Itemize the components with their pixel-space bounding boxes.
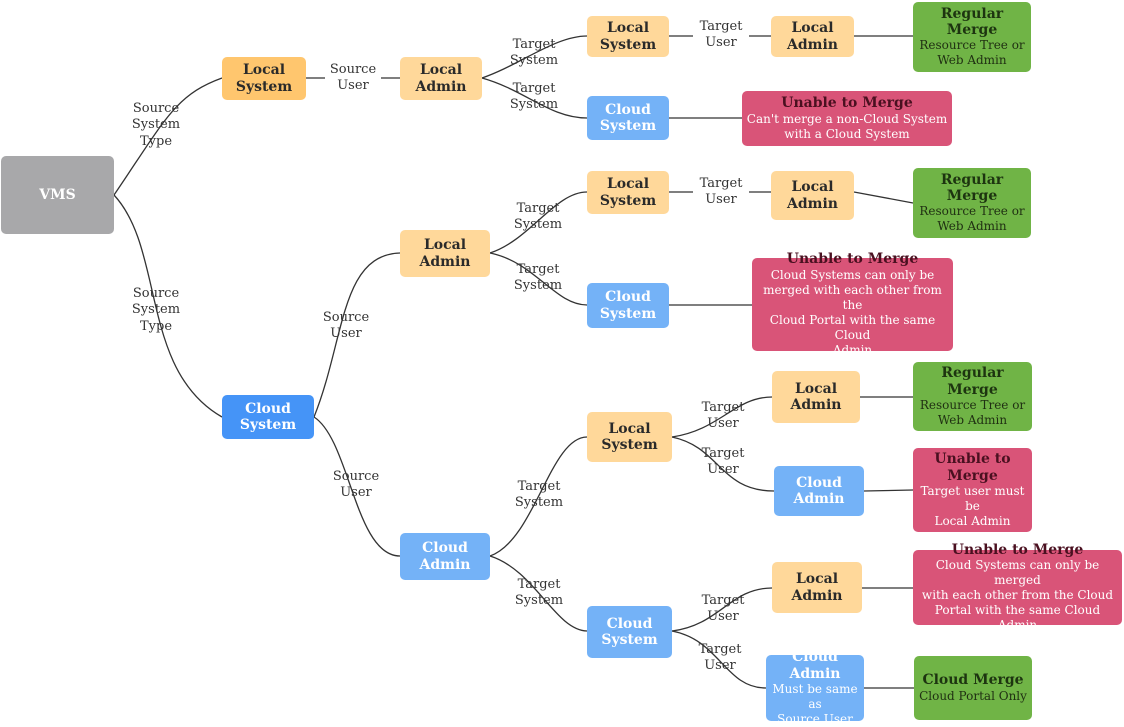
node-title: Local System [599, 20, 657, 53]
edge-label-target-system: Target System [509, 81, 559, 113]
edge-label-source-user: Source User [332, 469, 380, 501]
csca-cs-cloud-admin-node: Cloud Admin Must be same as Source User [766, 649, 864, 726]
node-title: Local System [235, 62, 293, 95]
csla-target-cloud-system-node: Cloud System [587, 283, 669, 328]
csla-target-user-local-admin-node: Local Admin [771, 171, 854, 220]
edge-label-target-user: Target User [698, 642, 742, 674]
csla-target-local-system-node: Local System [587, 171, 669, 214]
edge-csca-cs-cloud-admin [671, 630, 767, 689]
edge-label-source-system-type: Source System Type [131, 101, 181, 149]
node-title: Cloud System [599, 101, 657, 134]
result-title: Regular Merge [940, 171, 1004, 204]
node-title: Local System [601, 420, 658, 453]
edge-label-target-system: Target System [509, 37, 559, 69]
result-detail: Cloud Systems can only be merged with ea… [763, 267, 942, 357]
result-regular-merge-1: Regular Merge Resource Tree or Web Admin [913, 2, 1031, 72]
node-title: Local System [599, 176, 657, 209]
csca-target-local-system-node: Local System [587, 412, 672, 462]
edge-label-target-user: Target User [701, 446, 745, 478]
ls-target-local-system-node: Local System [587, 16, 669, 57]
result-unable-to-merge-4: Unable to Merge Cloud Systems can only b… [752, 251, 953, 357]
node-title: Local Admin [791, 571, 843, 604]
edge-label-source-user: Source User [322, 310, 370, 342]
edge-csca-cs-local-admin [671, 587, 773, 632]
result-detail: Resource Tree or Web Admin [919, 204, 1025, 234]
node-detail: Must be same as Source User [772, 681, 858, 726]
edge-vms-cloud-system [113, 194, 223, 418]
result-detail: Cloud Portal Only [919, 688, 1027, 703]
edge-label-target-system: Target System [513, 201, 563, 233]
result-regular-merge-5: Regular Merge Resource Tree or Web Admin [913, 362, 1032, 431]
result-title: Unable to Merge [951, 541, 1084, 558]
result-title: Regular Merge [940, 5, 1004, 38]
edge-label-target-user: Target User [701, 593, 745, 625]
result-title: Unable to Merge [934, 451, 1011, 484]
result-unable-to-merge-2: Unable to Merge Can't merge a non-Cloud … [742, 91, 952, 146]
edge-la-tgt-local-system [481, 35, 588, 79]
vms-label: VMS [39, 186, 76, 203]
cs-cloud-admin-node: Cloud Admin [400, 533, 490, 580]
result-detail: Resource Tree or Web Admin [919, 38, 1025, 68]
edge-la-tgt-cloud-system [481, 77, 588, 119]
result-detail: Can't merge a non-Cloud System with a Cl… [746, 111, 948, 141]
edge-label-target-user: Target User [693, 176, 749, 209]
edge-label-source-system-type: Source System Type [131, 286, 181, 334]
result-unable-to-merge-6: Unable to Merge Target user must be Loca… [913, 448, 1032, 532]
result-unable-to-merge-7: Unable to Merge Cloud Systems can only b… [913, 542, 1122, 632]
edge-cloud-system-cloud-admin [313, 416, 401, 557]
csca-ls-cloud-admin-node: Cloud Admin [774, 466, 864, 516]
vms-node: VMS [1, 156, 114, 234]
edge-csca-tgt-local-system [489, 436, 588, 557]
cs-local-admin-node: Local Admin [400, 230, 490, 277]
edge-label-source-user: Source User [325, 62, 381, 95]
csca-target-cloud-system-node: Cloud System [587, 606, 672, 658]
node-title: Local Admin [787, 179, 838, 212]
result-detail: Cloud Systems can only be merged with ea… [921, 558, 1114, 633]
node-title: Cloud Admin [419, 540, 471, 573]
node-title: Cloud System [601, 615, 658, 648]
edge-csla-tgt-local-system [489, 191, 588, 254]
result-detail: Resource Tree or Web Admin [919, 397, 1026, 427]
ls-target-user-local-admin-node: Local Admin [771, 16, 854, 57]
node-title: Cloud System [239, 400, 297, 433]
node-title: Local Admin [419, 237, 471, 270]
ls-target-cloud-system-node: Cloud System [587, 96, 669, 140]
node-title: Cloud Admin [793, 474, 845, 507]
edge-csca-ls-local-admin [671, 396, 773, 438]
csca-cs-local-admin-node: Local Admin [772, 562, 862, 613]
result-title: Unable to Merge [781, 95, 913, 112]
edge-label-target-user: Target User [693, 19, 749, 52]
node-title: Cloud Admin [789, 649, 841, 682]
edge-csca-tgt-cloud-system [489, 555, 588, 632]
edge-label-target-user: Target User [701, 400, 745, 432]
edge-vms-local-system [113, 77, 223, 196]
result-regular-merge-3: Regular Merge Resource Tree or Web Admin [913, 168, 1031, 238]
edge-cloud-system-local-admin [313, 252, 401, 418]
csca-ls-local-admin-node: Local Admin [772, 371, 860, 423]
node-title: Cloud System [599, 289, 657, 322]
result-title: Regular Merge [941, 365, 1004, 398]
edge-label-target-system: Target System [513, 262, 563, 294]
edge-csca-ls-cloud-admin [671, 436, 775, 492]
edge-r6 [863, 489, 914, 492]
source-cloud-system-node: Cloud System [222, 395, 314, 439]
edge-csla-tgt-cloud-system [489, 252, 588, 306]
node-title: Local Admin [415, 62, 467, 95]
result-cloud-merge-8: Cloud Merge Cloud Portal Only [914, 656, 1032, 720]
edge-label-target-system: Target System [514, 577, 564, 609]
edge-label-target-system: Target System [514, 479, 564, 511]
result-detail: Target user must be Local Admin [920, 483, 1025, 528]
ls-local-admin-node: Local Admin [400, 57, 482, 100]
edge-csla-local-admin-result [853, 191, 914, 204]
node-title: Local Admin [790, 380, 842, 413]
result-title: Cloud Merge [922, 672, 1024, 689]
source-local-system-node: Local System [222, 57, 306, 100]
result-title: Unable to Merge [786, 251, 919, 268]
node-title: Local Admin [787, 20, 838, 53]
